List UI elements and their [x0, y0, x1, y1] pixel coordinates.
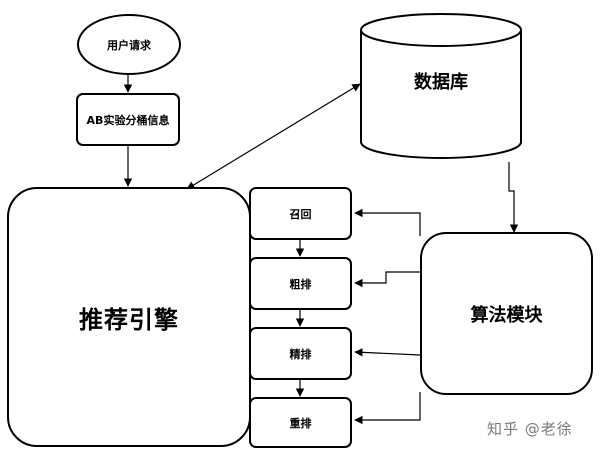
user-request-node: 用户请求: [77, 14, 181, 75]
coarse-rank-label: 粗排: [289, 277, 312, 291]
fine-rank-label: 精排: [289, 347, 312, 361]
arrow-algorithm-to-recall: [354, 208, 421, 236]
recall-label: 召回: [289, 207, 312, 221]
recall-step: 召回: [249, 187, 352, 240]
algorithm-module-node: 算法模块: [420, 232, 593, 395]
ab-bucket-node: AB实验分桶信息: [76, 93, 180, 146]
algorithm-label: 算法模块: [470, 304, 543, 326]
arrow-algorithm-to-fine: [354, 348, 421, 357]
ab-bucket-label: AB实验分桶信息: [86, 113, 170, 127]
arrow-algorithm-to-rerank: [354, 392, 421, 425]
engine-label: 推荐引擎: [79, 305, 179, 334]
database-label: 数据库: [414, 72, 468, 93]
rerank-label: 重排: [289, 416, 312, 430]
coarse-rank-step: 粗排: [249, 257, 352, 310]
database-cylinder: [360, 13, 522, 159]
rerank-step: 重排: [249, 397, 352, 448]
arrow-algorithm-to-coarse: [354, 271, 420, 288]
arrow-database-to-algorithm: [508, 162, 519, 233]
arrow-engine-database: [186, 83, 361, 190]
recommendation-engine-node: 推荐引擎: [7, 187, 251, 447]
fine-rank-step: 精排: [249, 327, 352, 380]
watermark: 知乎 @老徐: [487, 420, 573, 438]
user-request-label: 用户请求: [107, 38, 151, 52]
